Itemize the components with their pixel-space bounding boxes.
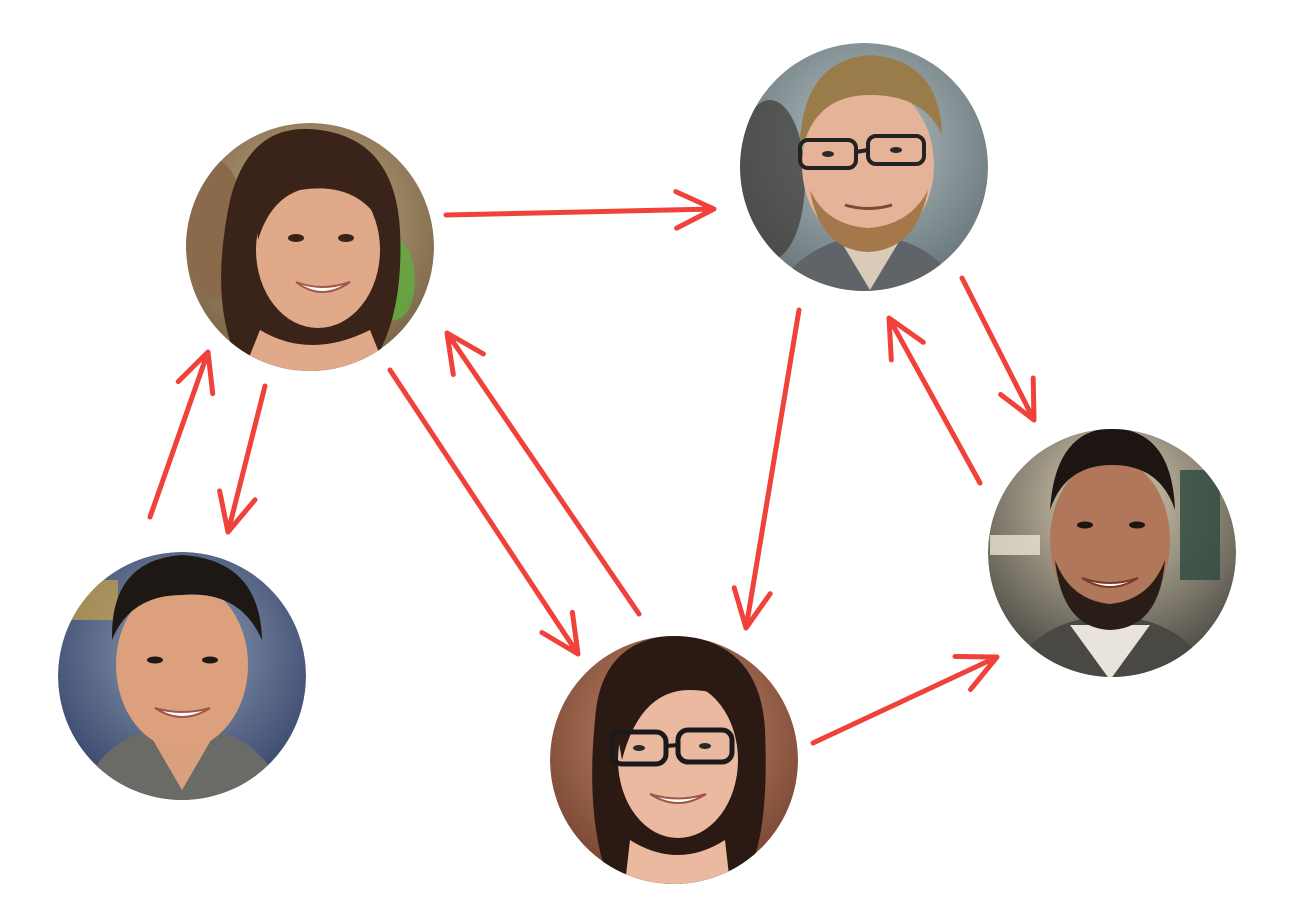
- portrait-woman-dark-hair: [186, 123, 434, 371]
- arrow-woman-dark-hair-to-woman-glasses: [387, 367, 581, 657]
- arrow-man-glasses-blond-to-man-beard-right: [959, 275, 1037, 423]
- portrait-woman-glasses: [550, 636, 798, 884]
- portrait-man-young-left: [58, 552, 306, 800]
- arrow-woman-dark-hair-to-man-glasses-blond: [443, 189, 717, 231]
- arrow-man-young-left-to-woman-dark-hair: [147, 349, 216, 520]
- arrow-woman-glasses-to-man-beard-right: [810, 654, 1000, 746]
- arrow-man-beard-right-to-man-glasses-blond: [886, 315, 983, 486]
- portrait-man-glasses-blond: [740, 43, 988, 291]
- arrow-woman-glasses-to-woman-dark-hair: [444, 330, 642, 617]
- arrow-woman-dark-hair-to-man-young-left: [217, 383, 268, 535]
- arrows: [147, 189, 1037, 746]
- portrait-man-beard-right: [988, 429, 1236, 677]
- arrow-man-glasses-blond-to-woman-glasses: [731, 307, 802, 631]
